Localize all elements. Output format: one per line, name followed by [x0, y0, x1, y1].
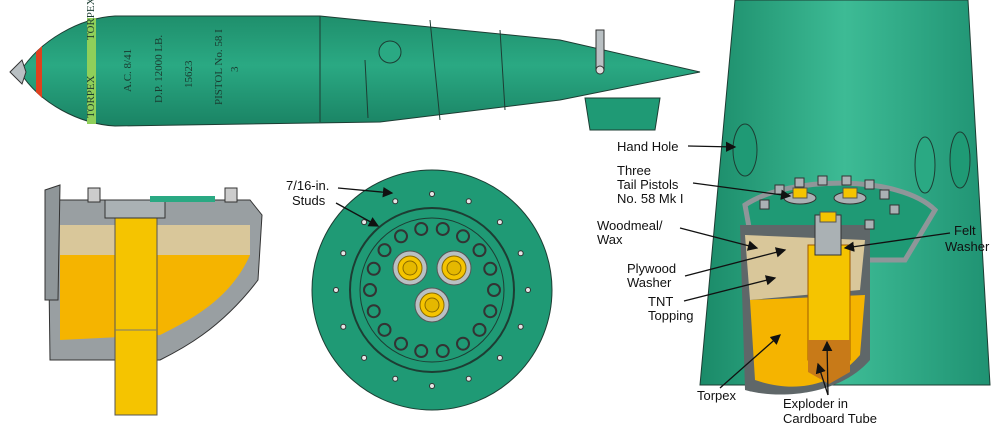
outer-stud [465, 375, 472, 382]
outer-stud [392, 375, 399, 382]
bolt-head [472, 243, 487, 258]
label-exploder-2: Cardboard Tube [783, 411, 877, 426]
label-tnt-2: Topping [648, 308, 694, 323]
band-text-bottom: TORPEX [85, 75, 97, 118]
marking-ac: A.C. 8/41 [122, 49, 134, 92]
bolt-head [414, 344, 429, 359]
bolt-head [456, 336, 470, 351]
outer-stud [361, 354, 368, 361]
nose-cone [9, 59, 27, 85]
tail-pistol-center [402, 260, 418, 276]
tail-fin-upper [595, 29, 605, 71]
outer-stud [465, 198, 472, 205]
tail-pistol-center [424, 297, 440, 313]
tail-fin-lower [584, 97, 661, 131]
label-hand-hole: Hand Hole [617, 139, 678, 154]
outer-stud [429, 191, 435, 197]
bomb-side-view: TORPEX TORPEX A.C. 8/41 D.P. 12000 LB. 1… [9, 0, 701, 131]
bolt-head [456, 229, 470, 244]
marking-serial: 15623 [183, 60, 195, 88]
outer-stud [392, 198, 399, 205]
bolt-head [366, 261, 381, 276]
hand-hole-side [378, 40, 402, 64]
outer-stud [429, 383, 435, 389]
tail-cutaway-detail [44, 184, 263, 416]
outer-stud [340, 323, 347, 330]
band-text: TORPEX TORPEX [85, 0, 97, 118]
marking-pistol: PISTOL No. 58 I [213, 29, 225, 105]
green-band [87, 18, 96, 124]
exploder-tube [114, 209, 158, 416]
bolt-head [377, 322, 392, 337]
bolt-head [377, 243, 392, 258]
outer-stud [333, 287, 339, 293]
band-text-top: TORPEX [85, 0, 97, 40]
bolt-head [394, 229, 408, 244]
label-studs-1: 7/16-in. [286, 178, 329, 193]
red-band [36, 46, 42, 98]
bolt-head [394, 336, 408, 351]
label-pistols-2: Tail Pistols [617, 177, 679, 192]
outer-stud [361, 219, 368, 226]
outer-stud [340, 250, 347, 257]
stencil-markings: A.C. 8/41 D.P. 12000 LB. 15623 PISTOL No… [122, 29, 241, 105]
outer-stud [496, 354, 503, 361]
outer-stud [525, 287, 531, 293]
bolt-head [435, 221, 450, 236]
label-torpex: Torpex [697, 388, 737, 403]
tail-section-cutaway [699, 0, 991, 395]
label-studs-2: Studs [292, 193, 326, 208]
bolt-head [363, 283, 377, 297]
label-pistols-1: Three [617, 163, 651, 178]
tail-pistol-center [446, 260, 462, 276]
tail-end-view [311, 169, 553, 411]
label-pistols-3: No. 58 Mk I [617, 191, 683, 206]
bolt-head [435, 344, 450, 359]
label-plywood-1: Plywood [627, 261, 676, 276]
bolt-head [414, 221, 429, 236]
bolt-head [483, 261, 498, 276]
bolt-head [366, 304, 381, 319]
marking-dp: D.P. 12000 LB. [153, 35, 165, 103]
hand-hole [732, 123, 758, 177]
marking-number: 3 [229, 66, 241, 72]
label-woodmeal-1: Woodmeal/ [597, 218, 663, 233]
outer-stud [496, 219, 503, 226]
bolt-head [487, 283, 501, 297]
label-plywood-2: Washer [627, 275, 672, 290]
bolt-head [483, 304, 498, 319]
callout-labels: 7/16-in. Studs Hand Hole Three Tail Pist… [286, 139, 990, 426]
label-woodmeal-2: Wax [597, 232, 623, 247]
outer-stud [517, 250, 524, 257]
label-tnt-1: TNT [648, 294, 673, 309]
label-felt-1: Felt [954, 223, 976, 238]
bolt-head [472, 322, 487, 337]
outer-stud [517, 323, 524, 330]
label-exploder-1: Exploder in [783, 396, 848, 411]
label-felt-2: Washer [945, 239, 990, 254]
